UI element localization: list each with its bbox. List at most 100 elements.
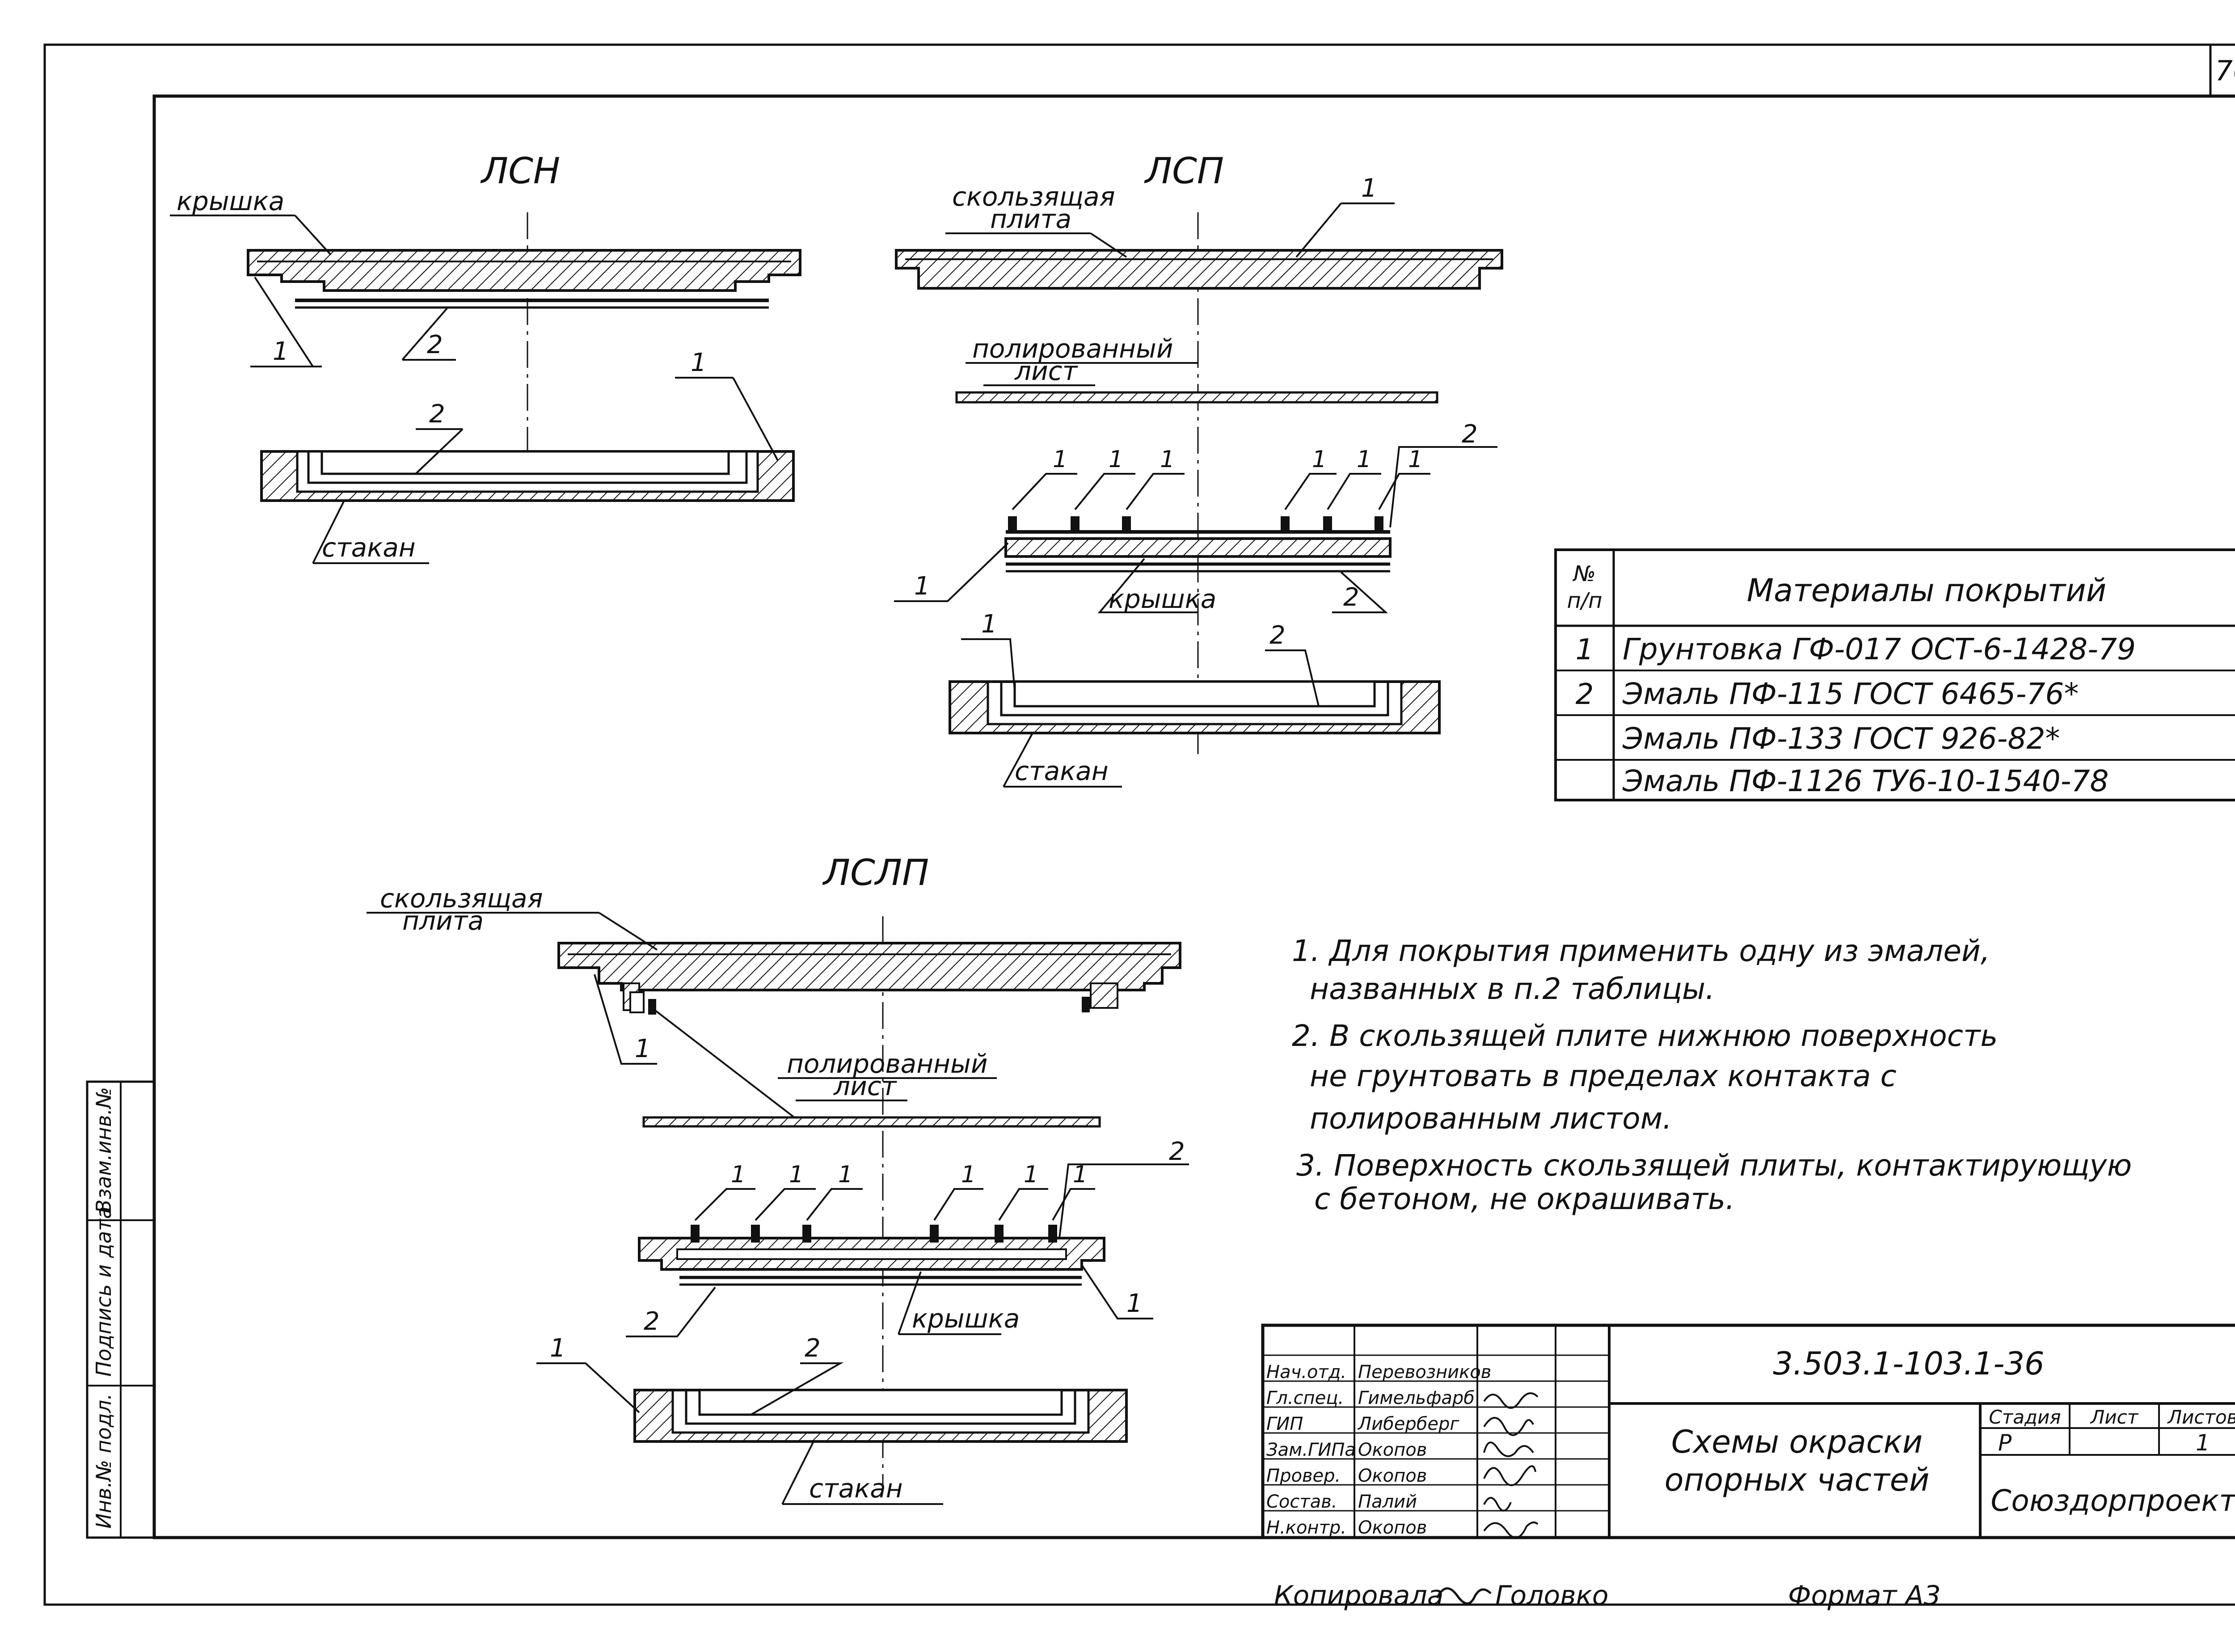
lsp-polished-label-1: полированный [972, 333, 1173, 364]
lslp-bolts [691, 1225, 1057, 1243]
stage-label: Стадия [1989, 1406, 2061, 1428]
staff-name-6: Палий [1358, 1492, 1417, 1512]
doc-code: 3.503.1-103.1-36 [1773, 1345, 2044, 1382]
copier-signature [1436, 1587, 1492, 1605]
note-1-line-1: 1. Для покрытия применить одну из эмалей… [1292, 934, 1990, 968]
drawing-title-1: Схемы окраски [1671, 1424, 1923, 1460]
staff-role-7: Н.контр. [1266, 1517, 1346, 1538]
lsp-sliding-label-2: плита [990, 204, 1071, 234]
staff-role-4: Зам.ГИПа [1266, 1440, 1356, 1460]
lslp-bolt-leaders [694, 1163, 1189, 1239]
lsp-mark-2-cup: 2 [1269, 621, 1286, 650]
lsp-mark-1-top: 1 [1361, 174, 1377, 203]
copier-name: Головко [1495, 1580, 1609, 1611]
view-lsn-title: ЛСН [480, 150, 560, 192]
note-2-line-1: 2. В скользящей плите нижнюю поверхность [1292, 1019, 1998, 1053]
lslp-cup-label: стакан [809, 1473, 903, 1504]
lslp-bolt-mark-4: 1 [961, 1161, 976, 1188]
materials-header-name: Материалы покрытий [1747, 572, 2107, 609]
paper-format: Формат А3 [1788, 1580, 1941, 1611]
lsp-sliding-label-1: скользящая [952, 181, 1115, 212]
lslp-sliding-label-2: плита [402, 906, 484, 936]
staff-name-3: Либерберг [1357, 1414, 1459, 1434]
view-lslp: ЛСЛП скользящая плита 1 полированный лис… [367, 852, 1189, 1505]
lslp-sliding-plate [557, 942, 1181, 1015]
lsp-cup [949, 680, 1441, 734]
lslp-polished-sheet [642, 1116, 1101, 1128]
lsn-lid-label: крышка [177, 186, 284, 216]
lsp-lid-label: крышка [1109, 584, 1216, 614]
staff-signatures [1483, 1392, 1539, 1539]
lslp-lid [638, 1237, 1105, 1286]
staff-name-1: Перевозников [1358, 1362, 1491, 1382]
lsp-bolts [1008, 516, 1383, 532]
staff-name-5: Окопов [1358, 1466, 1427, 1486]
lsp-bolt-mark-5: 1 [1357, 446, 1371, 473]
lsn-cup-label: стакан [322, 532, 416, 563]
lslp-bolt-mark-2: 1 [789, 1161, 804, 1188]
materials-row-3-text: Эмаль ПФ-133 ГОСТ 926-82* [1622, 721, 2060, 756]
sheets-value: 1 [2196, 1430, 2210, 1456]
lsp-mark-1-cup: 1 [981, 610, 997, 639]
lslp-lid-label: крышка [912, 1303, 1020, 1334]
side-stamp-inv: Инв.№ подл. [92, 1393, 116, 1529]
title-block [1261, 1323, 2235, 1539]
lslp-mark-1-plate: 1 [635, 1034, 651, 1063]
materials-header-num-1: № [1572, 561, 1596, 586]
stage-value: Р [1998, 1430, 2012, 1456]
materials-row-2-text: Эмаль ПФ-115 ГОСТ 6465-76* [1622, 677, 2079, 711]
lsp-mark-2-top: 2 [1462, 420, 1478, 449]
lsp-mark-2-lid: 2 [1343, 583, 1359, 612]
lsn-mark-1a: 1 [273, 337, 289, 366]
lsn-mark-2b: 2 [429, 400, 445, 429]
lslp-sliding-label-1: скользящая [380, 883, 543, 914]
note-3-line-2: с бетоном, не окрашивать. [1314, 1182, 1735, 1216]
materials-table [1554, 548, 2235, 801]
side-stamp-replace: Взам.инв.№ [92, 1087, 116, 1214]
lsp-bolt-mark-6: 1 [1408, 446, 1423, 473]
lslp-mark-2-lid: 2 [644, 1307, 660, 1336]
view-lsn: ЛСН крышка 1 2 2 1 [170, 150, 801, 564]
lsn-cup [260, 450, 795, 502]
lslp-bolt-mark-3: 1 [838, 1161, 853, 1188]
side-stamp: Инв.№ подл. Подпись и дата Взам.инв.№ [86, 1080, 156, 1539]
side-stamp-signature: Подпись и дата [92, 1206, 116, 1377]
staff-role-5: Провер. [1266, 1466, 1341, 1486]
staff-name-2: Гимельфарб [1358, 1388, 1475, 1408]
lsn-lid [247, 249, 801, 309]
note-1-line-2: названных в п.2 таблицы. [1310, 972, 1715, 1006]
materials-row-1-text: Грунтовка ГФ-017 ОСТ-6-1428-79 [1623, 632, 2136, 666]
materials-header-num-2: п/п [1567, 588, 1602, 613]
lsp-lid [1004, 530, 1392, 573]
lsn-mark-2a: 2 [427, 330, 443, 359]
note-3-line-1: 3. Поверхность скользящей плиты, контакт… [1296, 1148, 2132, 1183]
drawing-title-2: опорных частей [1665, 1462, 1930, 1498]
lslp-bolt-mark-5: 1 [1024, 1161, 1038, 1188]
staff-role-1: Нач.отд. [1266, 1362, 1346, 1382]
note-2-line-3: полированным листом. [1310, 1101, 1672, 1136]
view-lsp: ЛСП скользящая плита 1 полированный лист [894, 150, 1503, 788]
lsp-bolt-leaders [1012, 446, 1497, 528]
lsp-bolt-mark-2: 1 [1109, 446, 1123, 473]
staff-role-2: Гл.спец. [1266, 1388, 1344, 1408]
staff-role-6: Состав. [1266, 1492, 1337, 1512]
lslp-polished-label-2: лист [833, 1071, 898, 1101]
footer: Копировала Головко Формат А3 [1274, 1580, 1941, 1611]
lslp-mark-1-cup: 1 [550, 1334, 566, 1363]
staff-role-3: ГИП [1266, 1414, 1303, 1434]
lsn-mark-1b: 1 [691, 348, 707, 377]
lslp-cup [633, 1389, 1128, 1443]
lsp-bolt-mark-3: 1 [1160, 446, 1175, 473]
materials-row-4-text: Эмаль ПФ-1126 ТУ6-10-1540-78 [1622, 764, 2109, 798]
lslp-polished-label-1: полированный [787, 1049, 988, 1079]
sheet-label: Лист [2090, 1406, 2139, 1428]
materials-row-1-num: 1 [1576, 633, 1594, 666]
view-lslp-title: ЛСЛП [822, 852, 929, 893]
lsp-polished-sheet [955, 391, 1438, 404]
copied-by-label: Копировала [1274, 1580, 1444, 1611]
lsp-cup-label: стакан [1015, 756, 1109, 786]
organization: Союздорпроект [1990, 1483, 2235, 1518]
view-lsp-title: ЛСП [1144, 150, 1224, 192]
materials-row-2-num: 2 [1576, 678, 1594, 711]
